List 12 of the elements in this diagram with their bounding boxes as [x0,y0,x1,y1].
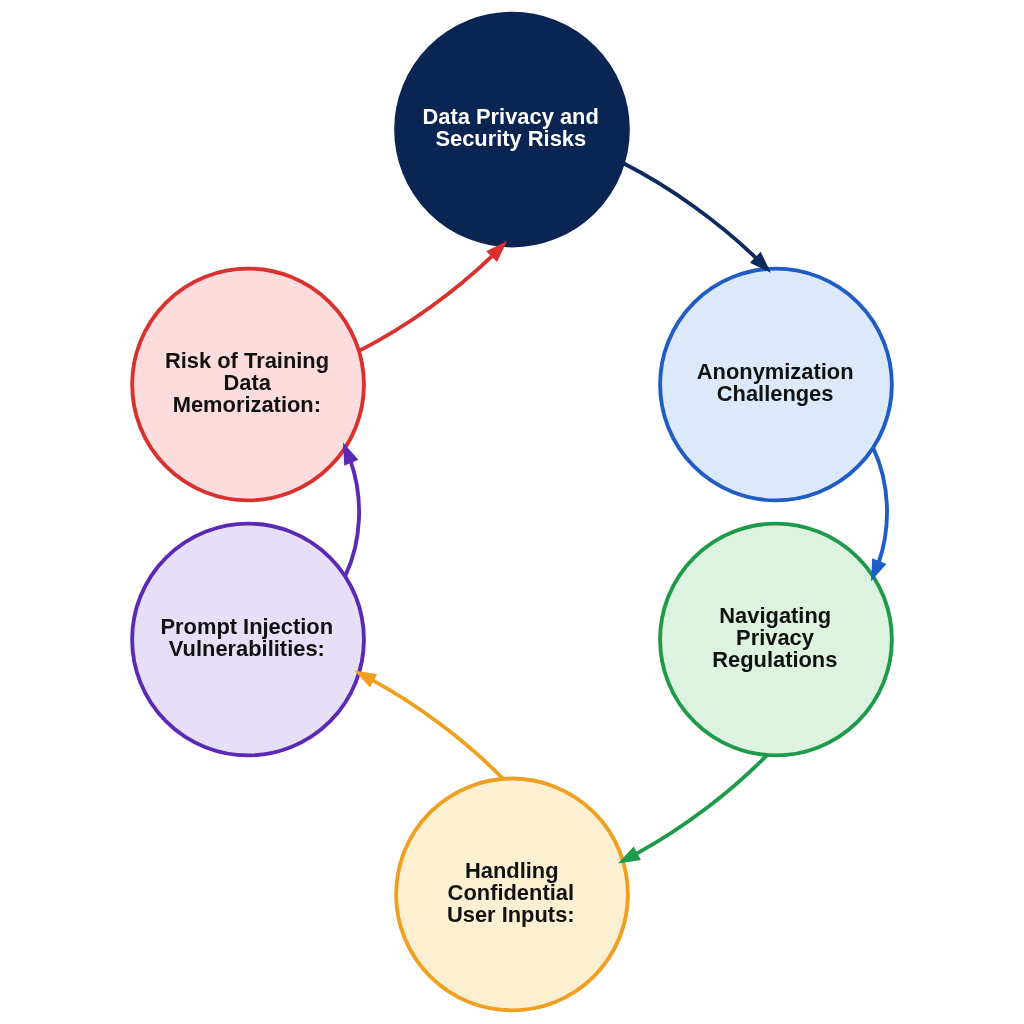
arrow [622,161,771,273]
arrow [871,447,889,582]
node-circle: Prompt Injection Vulnerabilities: [130,521,366,758]
arrow [358,241,508,353]
node-circle: Navigating Privacy Regulations [658,521,894,758]
node-circle: Data Privacy and Security Risks [394,11,630,248]
node-circle: Handling Confidential User Inputs: [394,776,630,1013]
node-circle: Anonymization Challenges [658,266,894,503]
node-circle: Risk of Training Data Memorization: [130,266,366,503]
arrow [617,753,769,864]
arrow [354,670,505,780]
arrow [343,442,361,577]
